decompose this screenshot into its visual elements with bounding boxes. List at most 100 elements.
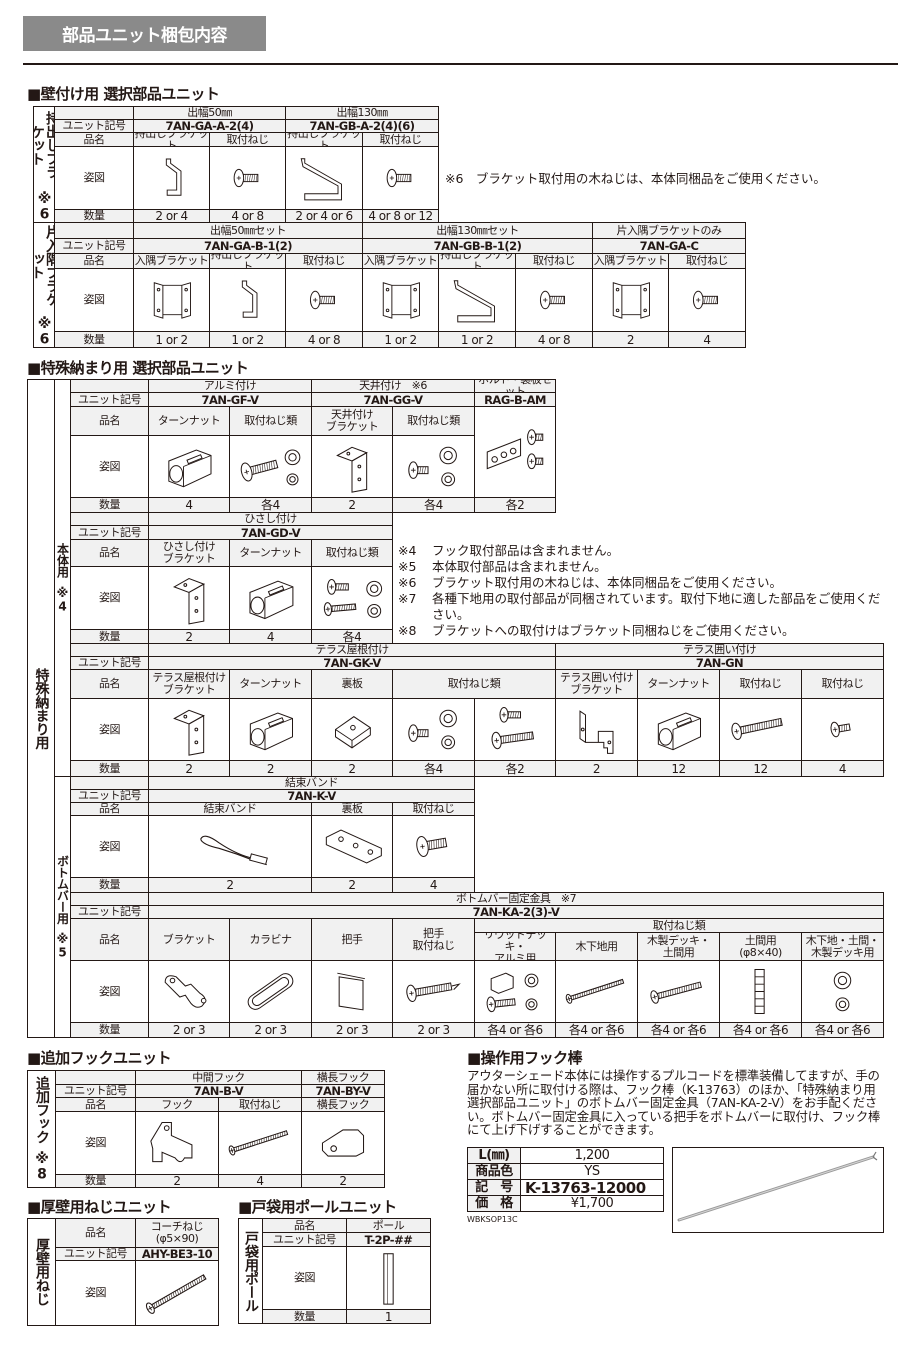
note-key: ※8	[398, 623, 417, 638]
part-name: 取付ねじ	[218, 1097, 302, 1112]
part-name: 取付ねじ	[362, 132, 439, 147]
note-key: ※6	[398, 575, 417, 590]
part-qty-text: 12	[753, 761, 768, 776]
code-label-text: ユニット記号	[78, 789, 142, 802]
part-name: ターンナット	[229, 539, 312, 567]
name-label-text: 品名	[99, 546, 121, 559]
part-qty: 4	[148, 497, 230, 513]
spec-label: L(㎜)	[467, 1147, 521, 1164]
section-title-hook-rod: ■操作用フック棒	[467, 1049, 583, 1067]
part-qty: 4	[229, 629, 312, 644]
side-label: 片入隅ブラケット※6	[33, 222, 55, 348]
spec-label: 価 格	[467, 1195, 521, 1212]
part-qty-text: 2	[348, 878, 356, 892]
part-figure	[392, 815, 475, 878]
note-key: ※5	[398, 559, 417, 574]
part-name-text: ポール	[372, 1218, 405, 1232]
group-header-text: ボルト・裏板セット	[478, 379, 552, 393]
part-figure	[392, 960, 475, 1023]
part-name-text: 把手 取付ねじ	[412, 926, 456, 952]
hook-rod-figure	[672, 1147, 884, 1233]
wood-screw-icon	[565, 978, 625, 1004]
wall-note: ※6 ブラケット取付用の木ねじは、本体同梱品をご使用ください。	[445, 171, 826, 186]
name-label: 品名	[55, 1097, 136, 1112]
group-header-text: テラス屋根付け	[315, 643, 389, 656]
qty-label-text: 数量	[99, 629, 121, 643]
part-name: 取付ねじ	[209, 132, 286, 147]
part-name: 取付ねじ	[719, 669, 802, 699]
unit-code: 7AN-KA-2(3)-V	[148, 905, 884, 919]
part-qty-text: 2 or 3	[417, 1023, 450, 1037]
part-qty: 2	[229, 760, 312, 777]
part-qty-text: 2 or 3	[254, 1023, 287, 1037]
spec-value: K-13763-12000	[520, 1179, 664, 1196]
unit-code: 7AN-K-V	[148, 789, 475, 803]
long-bracket-icon	[453, 280, 495, 323]
part-qty-text: 2	[348, 498, 356, 512]
long-screw-icon	[731, 717, 783, 740]
group-header: 結束バンド	[148, 776, 475, 790]
corner-cell	[54, 106, 134, 120]
name-label-text: 品名	[83, 132, 106, 146]
part-qty-text: 2	[185, 761, 193, 776]
group-header-text: アルミ付け	[203, 379, 257, 392]
part-qty: 12	[637, 760, 720, 777]
unit-code-text: AHY-BE3-10	[141, 1247, 213, 1261]
spec-value-text: 1,200	[574, 1147, 610, 1163]
unit-code-text: 7AN-GA-C	[639, 239, 699, 253]
part-name: 横長フック	[301, 1097, 385, 1112]
part-figure	[474, 406, 556, 498]
l-bracket-icon	[172, 578, 206, 625]
part-name: 木製デッキ・ 土間用	[637, 932, 720, 961]
unit-code: 7AN-B-V	[135, 1084, 302, 1098]
part-qty: 2 or 3	[229, 1022, 312, 1038]
spec-value-text: K-13763-12000	[525, 1179, 646, 1196]
qty-label: 数量	[70, 877, 149, 893]
code-label-text: ユニット記号	[62, 239, 127, 252]
name-label: 品名	[70, 669, 149, 699]
screw-pair-washer-icon	[323, 578, 383, 618]
part-name: 結束バンド	[148, 802, 312, 816]
qty-label-text: 数量	[83, 209, 106, 222]
part-qty: 1 or 2	[438, 331, 516, 348]
qty-label-text: 数量	[99, 878, 121, 891]
name-label-text: 品名	[85, 1097, 107, 1111]
part-name: フック	[135, 1097, 219, 1112]
part-figure	[637, 698, 720, 761]
part-name-text: 持出しブラケット	[287, 132, 361, 147]
part-name: ターンナット	[148, 406, 230, 436]
part-qty-text: 2	[185, 629, 193, 644]
part-qty: 2	[135, 1174, 219, 1188]
part-name: 持出しブラケット	[438, 253, 516, 269]
part-figure	[285, 268, 363, 332]
part-figure	[133, 268, 210, 332]
unit-code-text: 7AN-BY-V	[315, 1084, 371, 1098]
code-label-text: ユニット記号	[78, 392, 142, 406]
group-header: 中間フック	[135, 1070, 302, 1085]
part-figure	[148, 815, 312, 878]
hook-rod-icon	[677, 1151, 878, 1222]
part-name-text: 入隅ブラケット	[593, 254, 668, 267]
side-label-note: ※5	[55, 932, 70, 959]
spec-value-text: YS	[584, 1163, 600, 1179]
side-label-text: 厚壁用ねじ	[34, 1238, 50, 1306]
part-qty-text: 2	[592, 761, 601, 776]
part-figure	[311, 435, 393, 498]
part-qty-text: 各4 or 各6	[732, 1023, 789, 1037]
group-header-text: 結束バンド	[284, 776, 339, 789]
screw-icon	[233, 168, 259, 188]
name-label-text: 品名	[99, 414, 121, 427]
part-qty: 4 or 8	[209, 209, 286, 223]
part-qty: 4	[668, 331, 746, 348]
figure-label-text: 姿図	[85, 1286, 107, 1299]
part-qty-text: 4 or 8	[537, 332, 571, 347]
part-name: 持出しブラケット	[285, 132, 363, 147]
part-name-text: コーチねじ (φ5×90)	[150, 1220, 204, 1245]
name-label: 品名	[70, 918, 149, 961]
screws-header-text: 取付ねじ類	[652, 918, 706, 932]
code-label: ユニット記号	[54, 238, 134, 254]
figure-label-text: 姿図	[83, 171, 106, 184]
part-qty: 4 or 8 or 12	[362, 209, 439, 223]
spec-label-text: L(㎜)	[478, 1147, 510, 1163]
